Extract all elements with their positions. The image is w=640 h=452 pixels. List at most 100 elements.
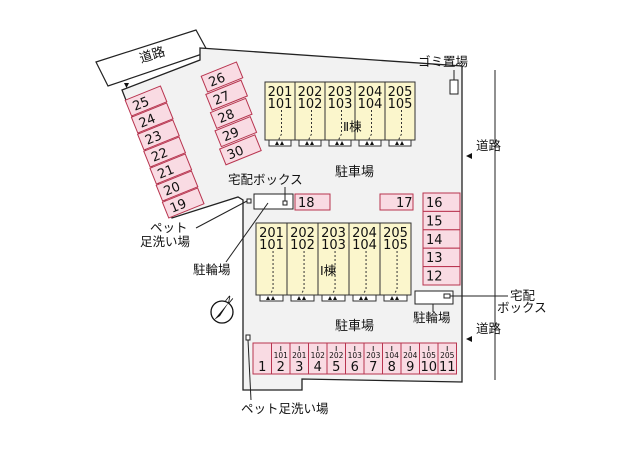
unit-upper: 205 xyxy=(383,226,408,241)
parking-slot-14: 14 xyxy=(422,229,461,249)
slot-unit: 202 xyxy=(329,351,344,360)
building-name: Ⅱ棟 xyxy=(343,119,362,134)
slot-number: 18 xyxy=(298,196,315,211)
pet-wash-1 xyxy=(246,198,252,204)
slot-number: 11 xyxy=(439,360,456,375)
delivery-box-label-1: 宅配ボックス xyxy=(228,172,303,187)
parking-slot-29: 29 xyxy=(214,115,258,148)
unit-lower: 101 xyxy=(259,238,284,253)
slot-number: 26 xyxy=(207,70,228,90)
parking-label-2: 駐車場 xyxy=(335,319,374,334)
pet-wash-label-1a: ペット xyxy=(150,220,188,235)
delivery-box-label-2b: ボックス xyxy=(497,300,547,315)
garbage-label: ゴミ置場 xyxy=(418,54,468,69)
road-arrow-icon xyxy=(466,336,472,342)
parking-slot-20: 20 xyxy=(155,170,199,202)
slot-unit: 201 xyxy=(292,351,307,360)
unit-lower: 104 xyxy=(358,97,383,112)
slot-number: 15 xyxy=(426,214,443,229)
parking-slot-18 xyxy=(294,193,331,211)
unit-lower: 103 xyxy=(321,238,346,253)
slot-unit: 104 xyxy=(385,351,400,360)
slot-number: 6 xyxy=(351,360,359,375)
pet-wash-label-2: ペット足洗い場 xyxy=(241,401,329,416)
slot-number: 21 xyxy=(156,162,177,182)
slot-unit: 105 xyxy=(422,351,437,360)
delivery-box-label-2a: 宅配 xyxy=(510,288,536,303)
parking-slot-16: 16 xyxy=(422,192,461,212)
unit-upper: 202 xyxy=(290,226,315,241)
slot-unit: 204 xyxy=(403,351,418,360)
unit-upper: 204 xyxy=(352,226,377,241)
slot-number: 4 xyxy=(314,360,322,375)
slot-number: 19 xyxy=(168,196,189,216)
parking-slot-22: 22 xyxy=(143,136,187,168)
pet-wash-label-1b: 足洗い場 xyxy=(140,234,190,249)
slot-number: 8 xyxy=(388,360,396,375)
parking-slot-15: 15 xyxy=(422,210,461,231)
slot-number: 22 xyxy=(149,145,170,165)
unit-upper: 205 xyxy=(388,85,413,100)
parking-slot-19: 19 xyxy=(161,187,205,219)
slot-number: 3 xyxy=(295,360,303,375)
svg-text:N: N xyxy=(223,295,235,307)
parking-slot-21: 21 xyxy=(149,153,193,185)
garbage-area xyxy=(449,79,459,95)
parking-slot-24: 24 xyxy=(130,102,174,134)
slot-number: 25 xyxy=(131,94,152,114)
slot-unit: 103 xyxy=(348,351,363,360)
delivery-box-1 xyxy=(282,200,288,206)
slot-number: 7 xyxy=(369,360,377,375)
unit-upper: 201 xyxy=(268,85,293,100)
unit-upper: 202 xyxy=(298,85,323,100)
parking-slot-26: 26 xyxy=(200,61,244,93)
parking-slot-17 xyxy=(379,193,414,211)
slot-number: 9 xyxy=(406,360,414,375)
unit-lower: 102 xyxy=(298,97,323,112)
slot-number: 27 xyxy=(211,89,232,109)
slot-number: 24 xyxy=(137,111,158,131)
unit-lower: 102 xyxy=(290,238,315,253)
slot-unit: 102 xyxy=(311,351,326,360)
bike-label-2: 駐輪場 xyxy=(413,310,451,325)
pet-wash-2 xyxy=(245,334,251,341)
unit-lower: 105 xyxy=(383,238,408,253)
building-name: Ⅰ棟 xyxy=(320,263,337,278)
slot-number: 14 xyxy=(426,233,443,248)
slot-number: 28 xyxy=(216,107,237,127)
delivery-box-2 xyxy=(443,293,451,299)
parking-label-1: 駐車場 xyxy=(335,165,374,180)
parking-slot-23: 23 xyxy=(136,119,180,151)
slot-unit: 205 xyxy=(440,351,455,360)
parking-slot-27: 27 xyxy=(205,79,249,111)
unit-upper: 204 xyxy=(358,85,383,100)
parking-slot-30: 30 xyxy=(218,134,262,166)
unit-lower: 103 xyxy=(328,97,353,112)
slot-number: 30 xyxy=(225,143,246,163)
parking-slot-13: 13 xyxy=(422,247,461,268)
unit-lower: 101 xyxy=(268,97,293,112)
slot-unit: 203 xyxy=(366,351,381,360)
road-arrow-icon xyxy=(466,153,472,159)
unit-lower: 104 xyxy=(352,238,377,253)
